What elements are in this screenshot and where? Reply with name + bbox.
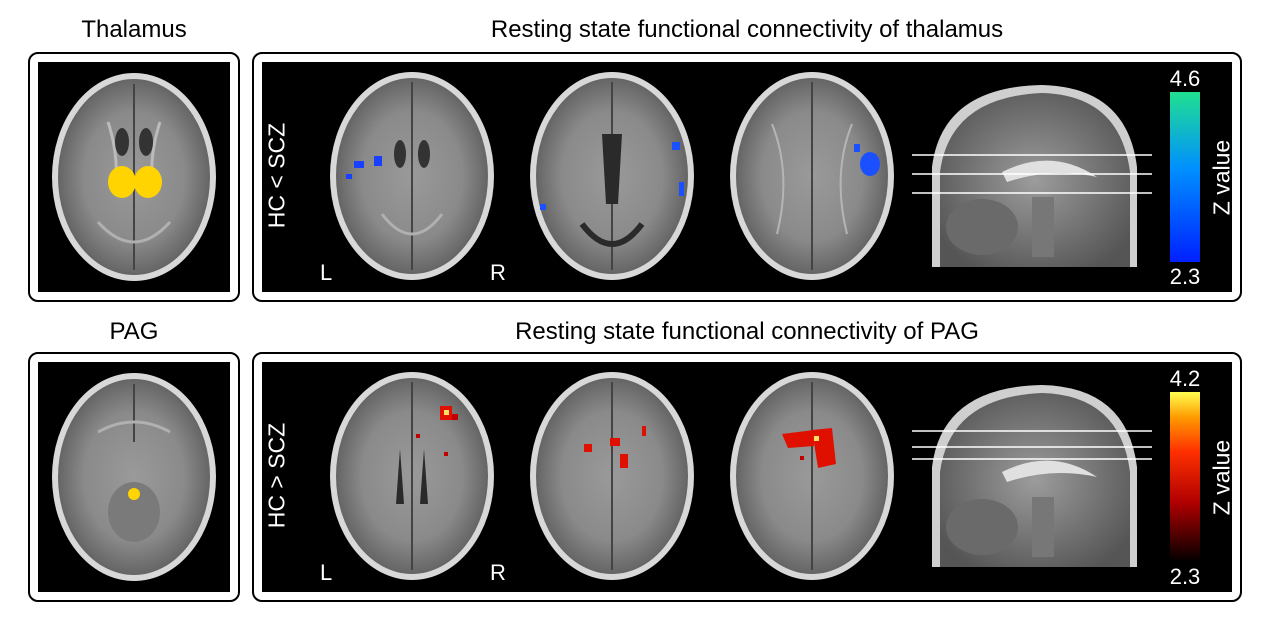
left-label-thalamus: L (320, 260, 333, 285)
axial-slice-2-thalamus (530, 72, 694, 280)
roi-title-pag: PAG (109, 318, 159, 345)
colorbar-min-pag: 2.3 (1169, 564, 1201, 589)
colorbar-min-thalamus: 2.3 (1169, 264, 1201, 289)
sagittal-slice-pag (912, 385, 1152, 567)
axial-slice-1-pag (330, 372, 494, 580)
main-title-pag: Resting state functional connectivity of… (515, 318, 979, 345)
left-label-pag: L (320, 560, 333, 585)
axial-slice-3-thalamus (730, 72, 894, 280)
main-title-thalamus: Resting state functional connectivity of… (490, 16, 1004, 43)
roi-panel-thalamus (28, 52, 240, 302)
roi-left-thalamus (108, 166, 136, 198)
roi-panel-pag (28, 352, 240, 602)
axial-slice-2-pag (530, 372, 694, 580)
right-label-thalamus: R (490, 260, 506, 285)
colorbar-max-thalamus: 4.6 (1169, 66, 1201, 91)
colorbar-label-thalamus: Z value (1208, 139, 1235, 216)
contrast-label-thalamus: HC < SCZ (263, 122, 290, 229)
axial-slice-1-thalamus (330, 72, 494, 280)
colorbar-label-pag: Z value (1208, 439, 1235, 516)
roi-title-thalamus: Thalamus (81, 16, 187, 43)
right-label-pag: R (490, 560, 506, 585)
roi-pag (128, 488, 140, 500)
colorbar-pag (1170, 392, 1200, 562)
sagittal-slice-thalamus (912, 85, 1152, 267)
colorbar-thalamus (1170, 92, 1200, 262)
colorbar-max-pag: 4.2 (1169, 366, 1201, 391)
axial-slice-roi-pag (52, 373, 216, 581)
connectivity-panel-pag: HC > SCZ (252, 352, 1242, 602)
contrast-label-pag: HC > SCZ (263, 422, 290, 529)
connectivity-panel-thalamus: HC < SCZ (252, 52, 1242, 302)
roi-right-thalamus (134, 166, 162, 198)
axial-slice-roi-thalamus (52, 73, 216, 281)
axial-slice-3-pag (730, 372, 894, 580)
